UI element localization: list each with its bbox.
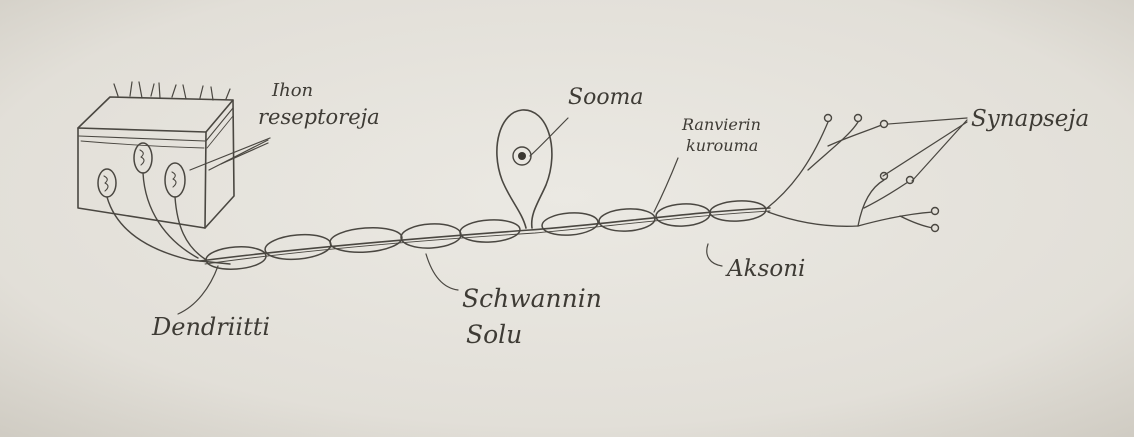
- label-kurouma: kurouma: [686, 136, 758, 155]
- label-solu: Solu: [466, 320, 522, 349]
- label-reseptoreja: reseptoreja: [258, 105, 380, 129]
- label-sooma: Sooma: [568, 85, 644, 110]
- label-ihon: Ihon: [271, 80, 313, 101]
- label-dendriitti: Dendriitti: [151, 313, 270, 341]
- label-ranvierin: Ranvierin: [681, 115, 761, 134]
- label-aksoni: Aksoni: [725, 256, 805, 282]
- soma-nucleolus: [518, 152, 526, 160]
- label-synapseja: Synapseja: [971, 106, 1089, 132]
- label-schwannin: Schwannin: [462, 284, 602, 313]
